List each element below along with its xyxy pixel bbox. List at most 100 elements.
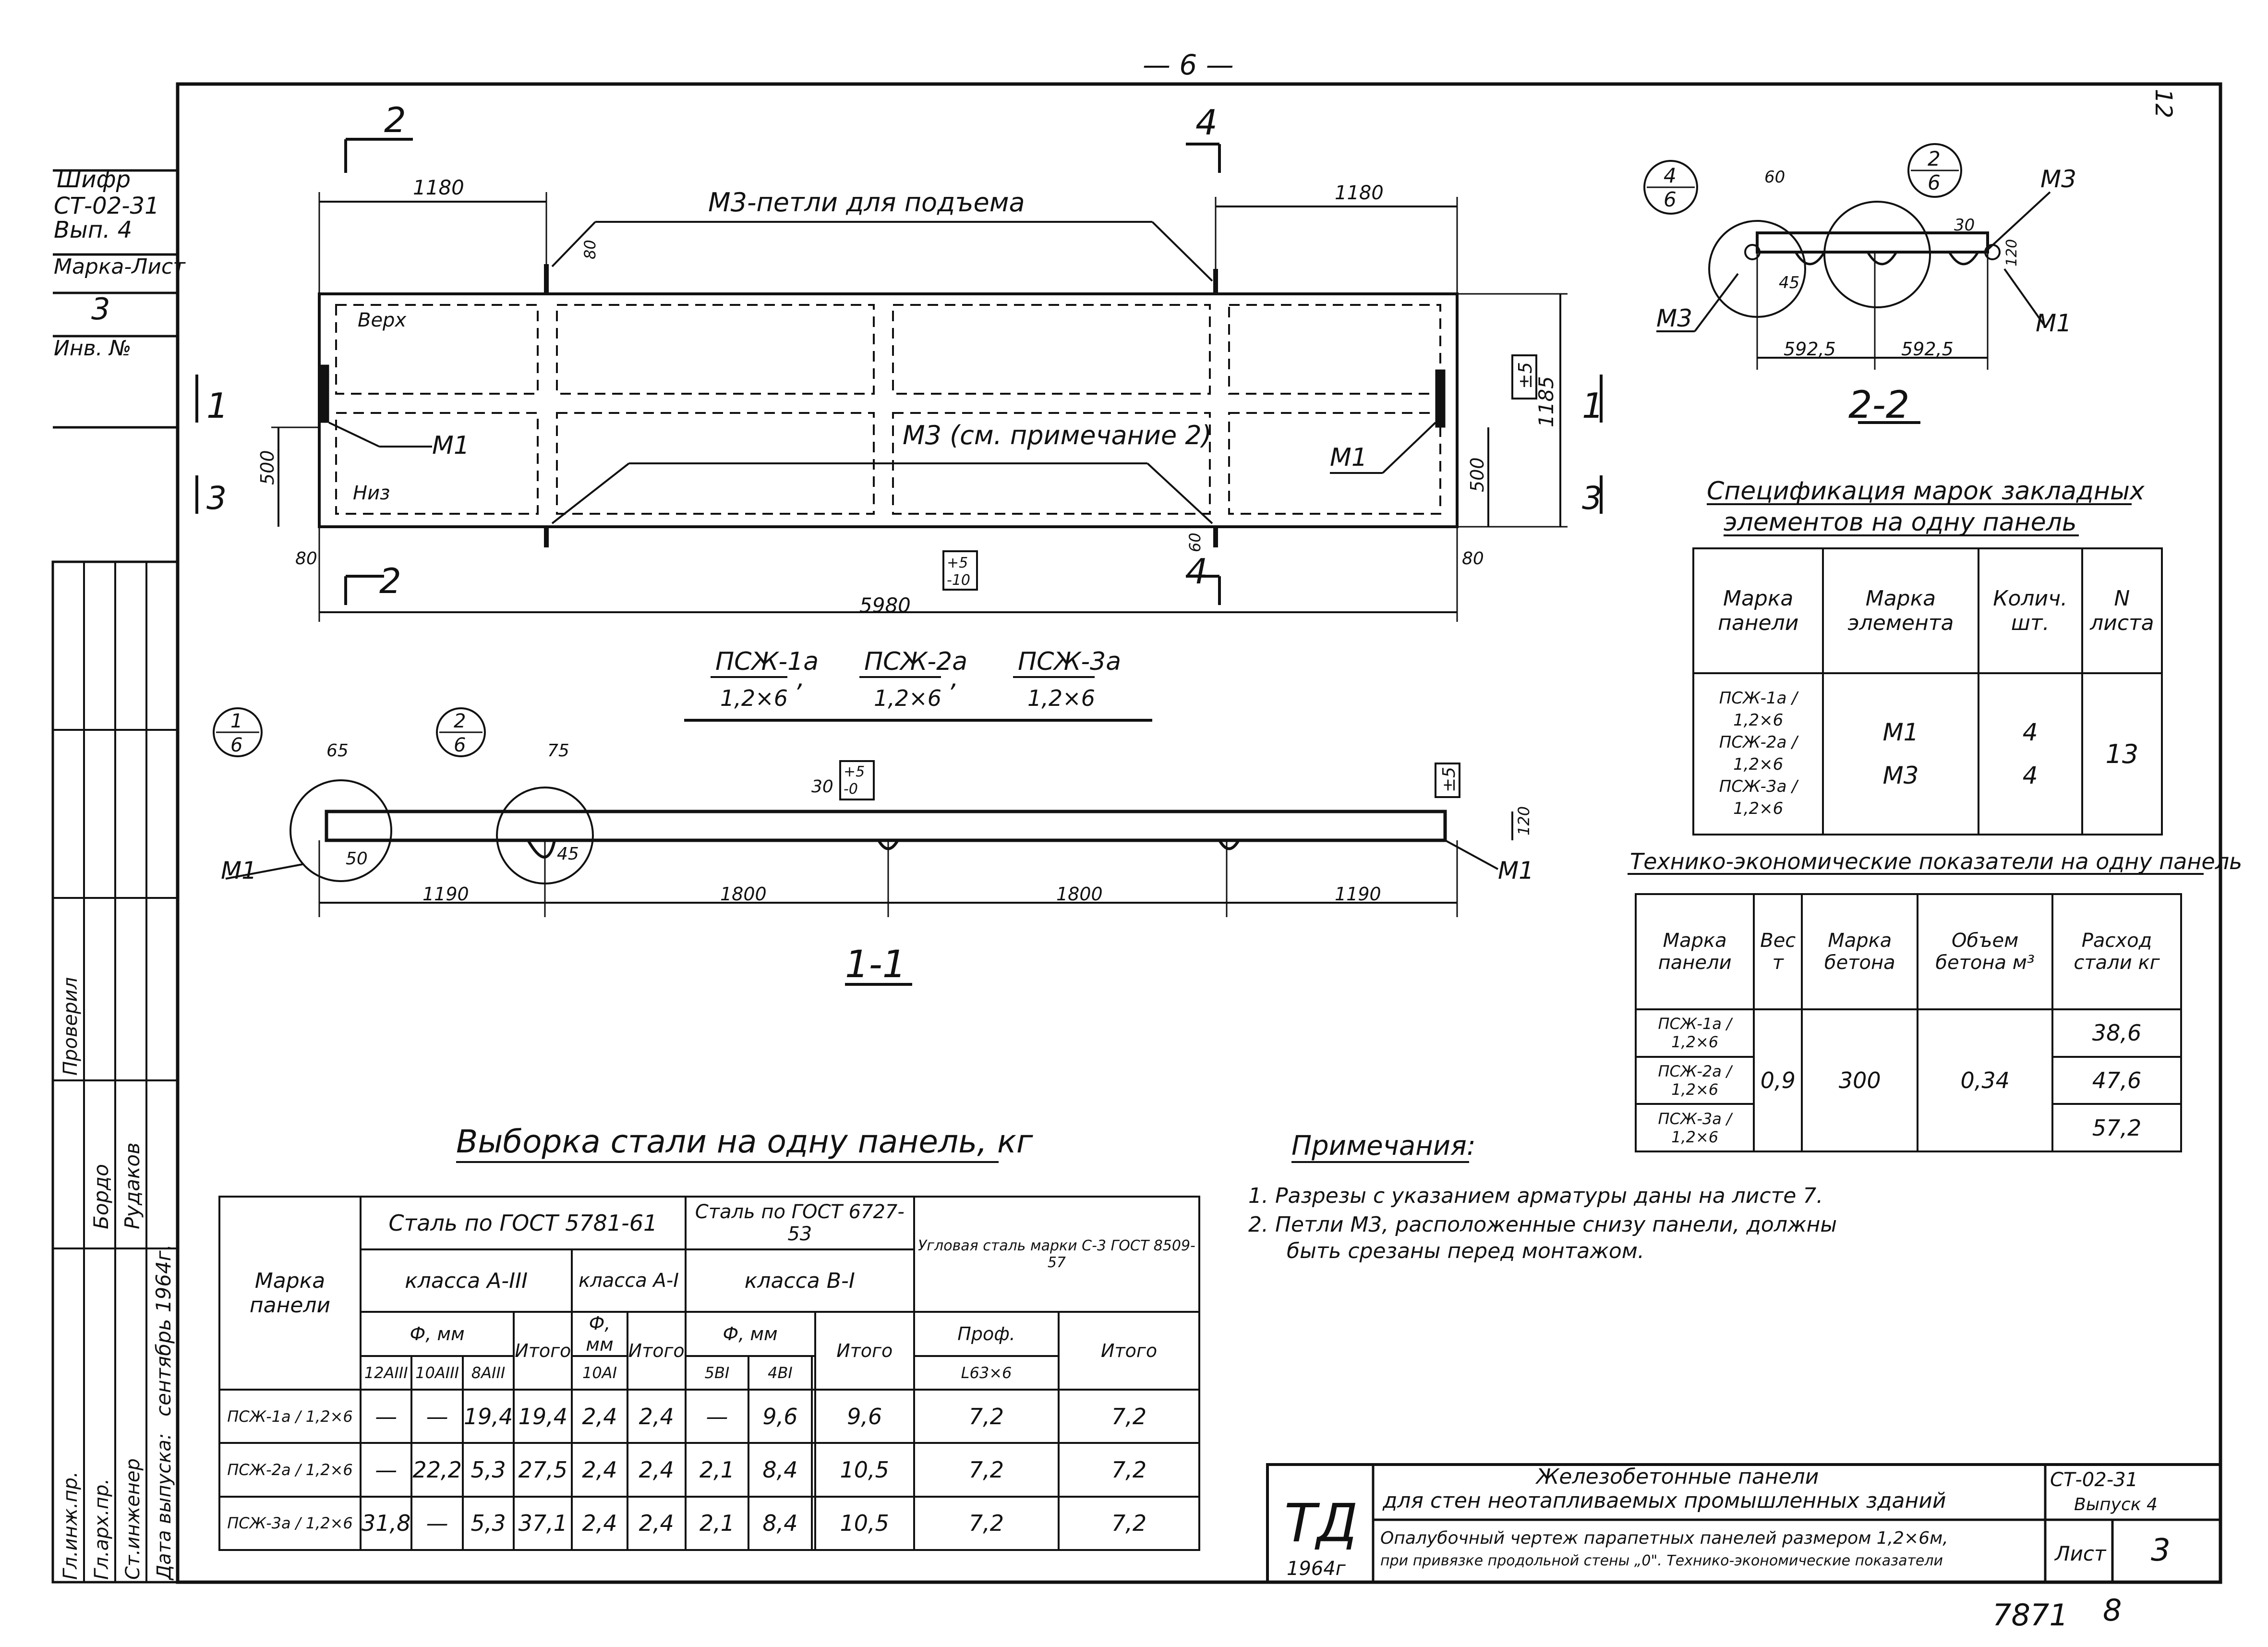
- steel-cell-empty: [810, 1495, 816, 1551]
- sig-role-4: Дата выпуска:: [153, 1433, 175, 1581]
- mark-comma-1: ,: [797, 664, 805, 693]
- spec-h-sheet: N листа: [2081, 547, 2163, 674]
- tech-panel-3: ПСЖ-3а / 1,2×6: [1634, 1103, 1755, 1152]
- sec11-d45: 45: [557, 844, 579, 864]
- steel-h-total-a1: Итого: [626, 1311, 687, 1391]
- sec22-d45: 45: [1779, 273, 1799, 292]
- dim-500-right: 500: [1467, 457, 1488, 492]
- stamp-mark-sheet-label: Марка-Лист: [54, 254, 186, 279]
- steel-h-a1: класса А-I: [571, 1248, 687, 1313]
- spec-h-qty: Колич. шт.: [1977, 547, 2083, 674]
- m1-right-label: М1: [1330, 443, 1367, 472]
- steel-cell: 7,2: [913, 1388, 1060, 1444]
- sec11-d120: 120: [1515, 806, 1533, 836]
- mark-1-num: ПСЖ-1а: [715, 647, 819, 676]
- mark-1-den: 1,2×6: [720, 685, 788, 711]
- sec22-dim-1: 592,5: [1784, 339, 1836, 360]
- steel-h-dia-b1: Ф, мм: [684, 1311, 816, 1357]
- section-mark-4-bottom: 4: [1186, 551, 1208, 592]
- steel-cell: 7,2: [1058, 1388, 1200, 1444]
- steel-cell: —: [410, 1495, 464, 1551]
- note-3: быть срезаны перед монтажом.: [1287, 1239, 1644, 1263]
- steel-cell: 5,3: [461, 1442, 515, 1498]
- steel-h-b1: класса В-I: [684, 1248, 915, 1313]
- mark-2-den: 1,2×6: [874, 685, 941, 711]
- tech-table: Марка панели Вес т Марка бетона Объем бе…: [1634, 893, 2182, 1152]
- steel-cell: 8,4: [748, 1442, 813, 1498]
- spec-title-2: элементов на одну панель: [1724, 508, 2076, 537]
- sec11-dim-1: 1190: [422, 884, 469, 905]
- section-11-label: 1-1: [845, 943, 906, 986]
- sig-role-3: Ст.инженер: [122, 1458, 144, 1580]
- steel-cell: 10,5: [814, 1442, 915, 1498]
- notes-title: Примечания:: [1291, 1130, 1476, 1162]
- steel-cell: 31,8: [359, 1495, 413, 1551]
- sec22-callout-1-den: 6: [1664, 188, 1677, 211]
- top-text: Верх: [358, 309, 406, 331]
- steel-h-total-b1: Итого: [814, 1311, 915, 1391]
- steel-cell: 2,4: [626, 1388, 687, 1444]
- title-block-title-2: для стен неотапливаемых промышленных зда…: [1382, 1489, 1946, 1513]
- sig-date: сентябрь 1964г.: [152, 1244, 175, 1417]
- dim-height: 1185: [1534, 376, 1558, 427]
- steel-row-2-mark: ПСЖ-2а / 1,2×6: [218, 1442, 362, 1498]
- steel-sub-4b1: 4ВI: [748, 1355, 813, 1391]
- spec-qty-2: 4: [2022, 762, 2038, 789]
- dim-60-bottom: 60: [1186, 533, 1204, 552]
- steel-table: Марка панели Сталь по ГОСТ 5781-61 Сталь…: [218, 1196, 1201, 1551]
- tech-concrete: 300: [1801, 1008, 1919, 1152]
- tech-steel-1: 38,6: [2051, 1008, 2182, 1058]
- sec11-m1-right: М1: [1498, 857, 1534, 884]
- sec11-tol-plus: +5: [844, 763, 865, 780]
- note-2: 2. Петли М3, расположенные снизу панели,…: [1248, 1212, 1837, 1237]
- steel-cell: 2,4: [626, 1442, 687, 1498]
- m1-left-label: М1: [432, 431, 470, 460]
- callout-1-den: 6: [230, 734, 242, 756]
- tech-h-weight: Вес т: [1753, 893, 1803, 1010]
- tech-panel-1: ПСЖ-1а / 1,2×6: [1634, 1008, 1755, 1058]
- steel-cell: 9,6: [748, 1388, 813, 1444]
- stamp-cipher: СТ-02-31: [54, 193, 159, 219]
- tol-total-minus: -10: [947, 572, 970, 589]
- title-block-year: 1964г: [1287, 1558, 1346, 1580]
- steel-cell: 7,2: [1058, 1495, 1200, 1551]
- dim-80-right: 80: [1462, 549, 1484, 569]
- dim-total: 5980: [859, 593, 911, 617]
- tol-total-plus: +5: [947, 555, 968, 571]
- callout-1-num: 1: [230, 710, 242, 732]
- section-mark-1-left: 1: [206, 386, 229, 426]
- steel-cell-empty: [810, 1442, 816, 1498]
- page-number: — 6 —: [1143, 48, 1234, 81]
- tech-h-concrete: Марка бетона: [1801, 893, 1919, 1010]
- sec11-m1-left: М1: [221, 857, 257, 884]
- sec22-d120: 120: [2003, 239, 2020, 266]
- section-mark-2-top: 2: [384, 100, 406, 140]
- sec11-d50: 50: [346, 849, 368, 869]
- spec-h-panel: Марка панели: [1692, 547, 1824, 674]
- sec11-d75: 75: [547, 741, 569, 761]
- steel-h-a3: класса А-III: [359, 1248, 573, 1313]
- spec-element-1: М1: [1882, 718, 1919, 746]
- sec11-dim-2: 1800: [720, 884, 767, 905]
- mark-3-num: ПСЖ-3а: [1018, 647, 1121, 676]
- steel-title: Выборка стали на одну панель, кг: [456, 1123, 1033, 1160]
- callout-circle-1: [290, 779, 392, 882]
- dim-80-top: 80: [581, 240, 599, 259]
- sig-name-2: Рудаков: [121, 1142, 144, 1229]
- tech-steel-3: 57,2: [2051, 1103, 2182, 1152]
- sec11-tol-minus: -0: [844, 781, 858, 798]
- steel-h-dia-a1: Ф, мм: [571, 1311, 628, 1357]
- stamp-mark-sheet: 3: [91, 291, 110, 327]
- stamp-inv-label: Инв. №: [54, 336, 131, 361]
- tech-steel-2: 47,6: [2051, 1055, 2182, 1105]
- title-block-title-1: Железобетонные панели: [1535, 1465, 1819, 1489]
- sec22-callout-1-num: 4: [1664, 164, 1677, 187]
- spec-panel-1: ПСЖ-1а / 1,2×6: [1719, 689, 1798, 730]
- section-mark-3-left: 3: [206, 480, 227, 517]
- title-block-logo: ТД: [1284, 1492, 1358, 1554]
- mark-2-num: ПСЖ-2а: [864, 647, 967, 676]
- dim-right-1180: 1180: [1335, 182, 1384, 204]
- steel-sub-5b1: 5ВI: [684, 1355, 750, 1391]
